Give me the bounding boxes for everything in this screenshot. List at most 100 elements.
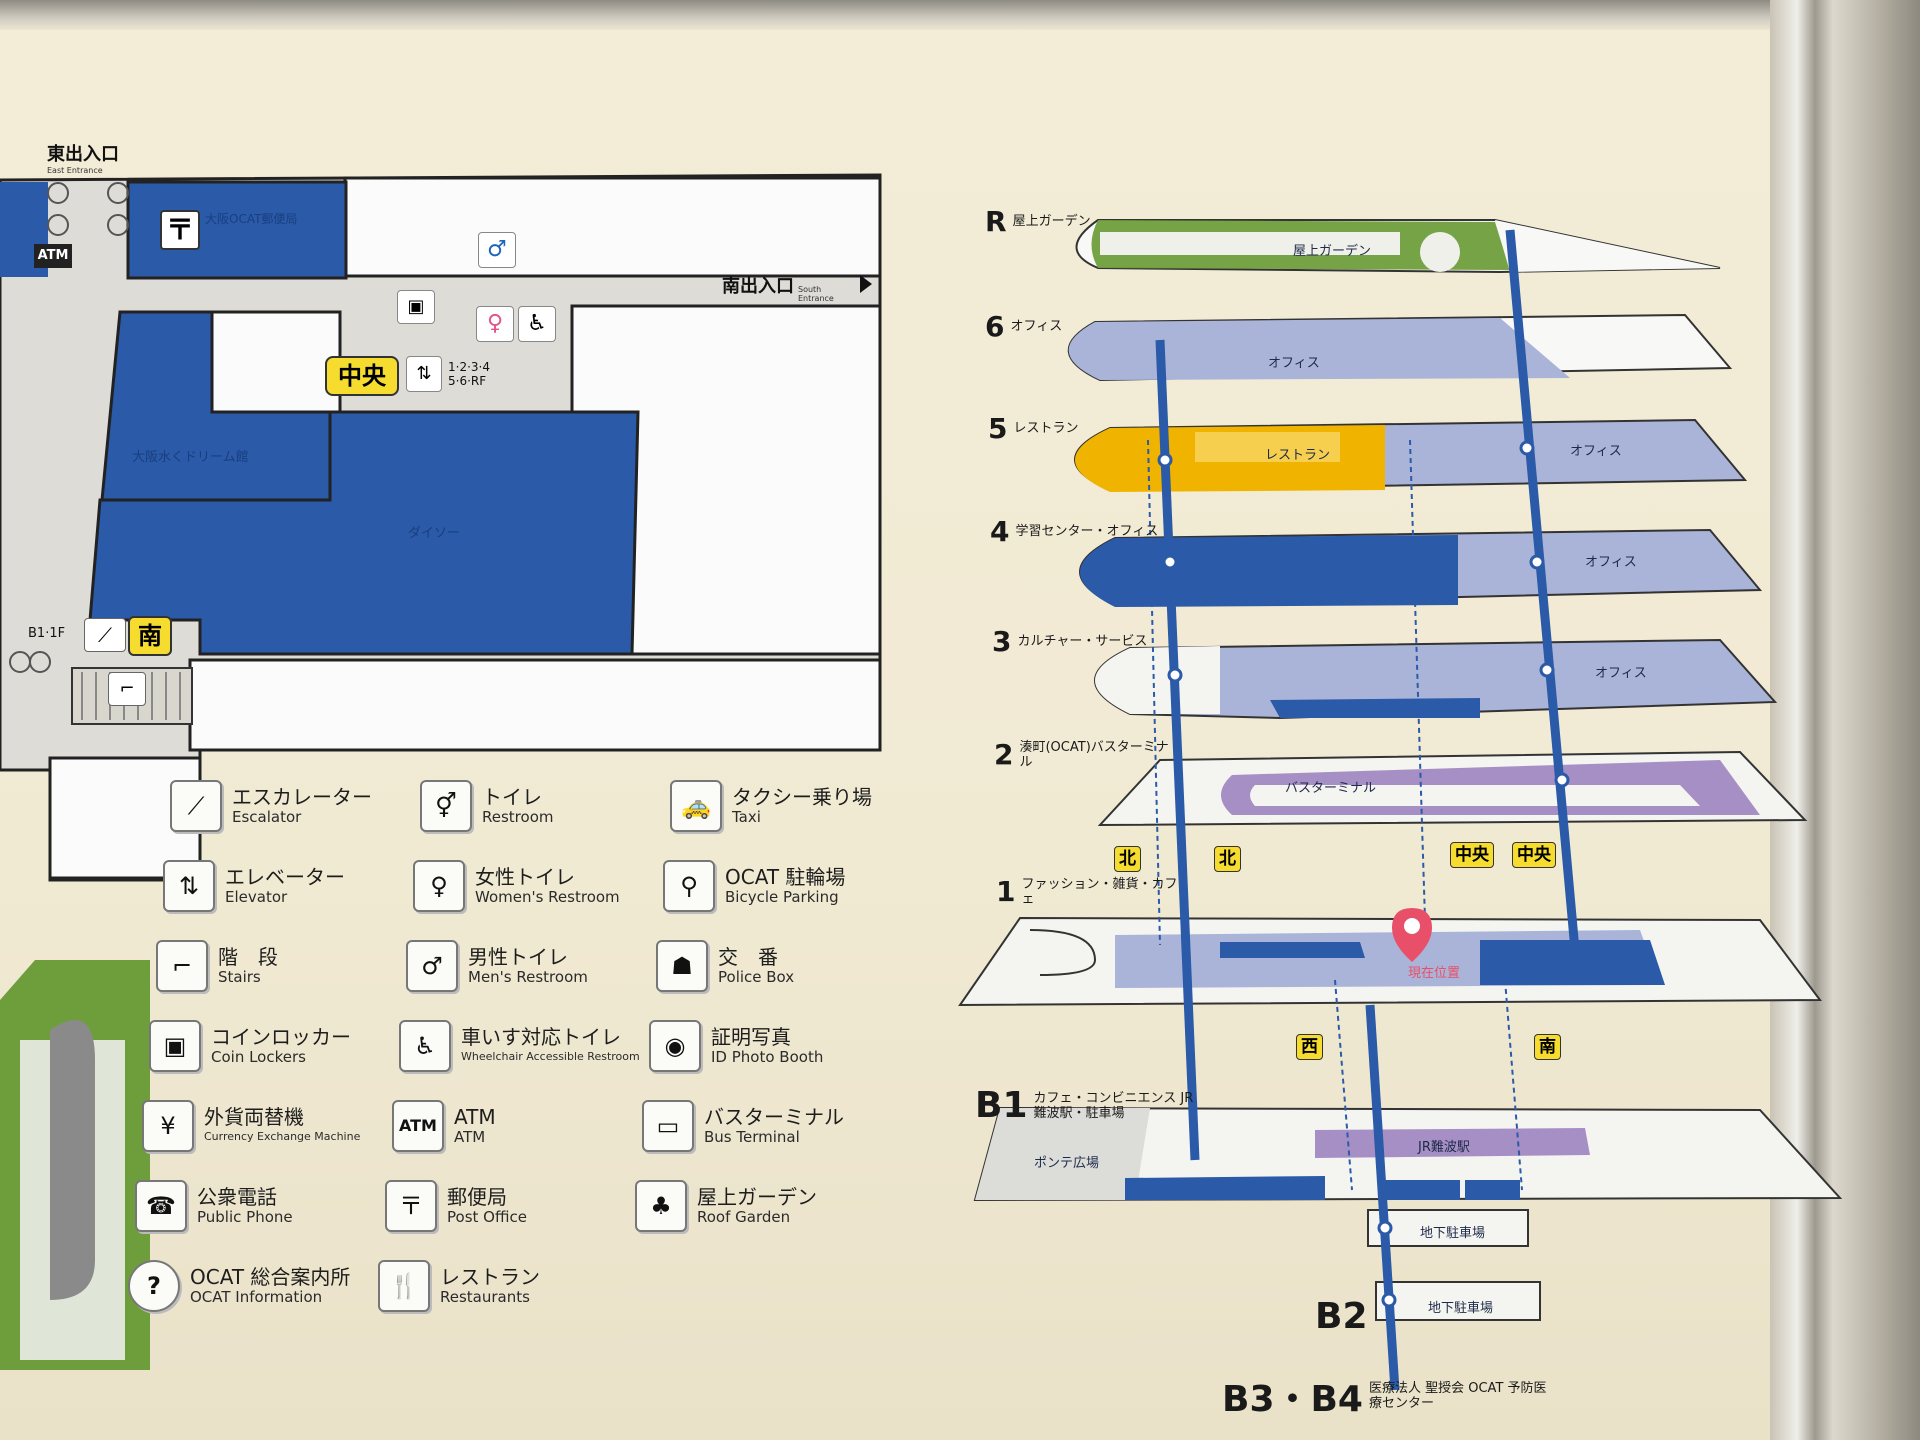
wheelchair-marker: ♿ (518, 306, 556, 342)
legend-label-en: ID Photo Booth (711, 1048, 824, 1066)
legend-label-ja: コインロッカー (211, 1025, 351, 1049)
floor-name: 医療法人 聖授会 OCAT 予防医療センター (1368, 1381, 1547, 1411)
floor-number: 4 (990, 515, 1010, 548)
coin-locker-icon: ▣ (149, 1020, 201, 1072)
minami-tag: 南 (128, 616, 172, 656)
legend-label-ja: 男性トイレ (468, 945, 568, 969)
floor-number: 5 (988, 412, 1008, 445)
mens-restroom-icon: ♂ (406, 940, 458, 992)
floor-number: 2 (994, 738, 1014, 771)
post-office-room-label: 大阪OCAT郵便局 (205, 212, 298, 226)
floor-name: ファッション・雑貨・カフェ (1021, 876, 1178, 907)
section-tag: 南 (1534, 1034, 1561, 1060)
floor-stack (958, 219, 1843, 1391)
legend-label-en: Police Box (718, 968, 795, 986)
legend-label-ja: タクシー乗り場 (732, 785, 872, 809)
police-icon: ☗ (656, 940, 708, 992)
legend-label-en: Taxi (732, 808, 761, 826)
legend-label-en: Men's Restroom (468, 968, 588, 986)
section-tag: 北 (1114, 846, 1141, 872)
tree-icon: ♣ (635, 1180, 687, 1232)
womens-restroom-icon: ♀ (413, 860, 465, 912)
floor-area-label: 屋上ガーデン (1293, 244, 1372, 259)
floor-area-label: オフィス (1268, 356, 1320, 371)
escalator-icon: ⟋ (170, 780, 222, 832)
floor-area-label: オフィス (1570, 444, 1622, 459)
atm-sign: ATM (34, 244, 72, 268)
coin-locker-marker: ▣ (397, 290, 435, 324)
phone-icon: ☎ (135, 1180, 187, 1232)
chuo-tag: 中央 (325, 356, 399, 396)
floor-label: 5 レストラン (988, 412, 1079, 445)
floor-area-label: オフィス (1595, 666, 1647, 681)
atm-icon: ATM (392, 1100, 444, 1152)
legend-label-ja: 階 段 (218, 945, 278, 969)
section-tag: 北 (1214, 846, 1241, 872)
floor-plan (0, 173, 882, 1370)
b1-1f-label: B1·1F (28, 626, 66, 641)
bus-icon: ▭ (642, 1100, 694, 1152)
floor-area-label: オフィス (1585, 555, 1637, 570)
floor-number: B2 (1315, 1296, 1368, 1337)
legend-label-ja: レストラン (440, 1265, 540, 1289)
restroom-icon: ⚥ (420, 780, 472, 832)
legend-label-en: Escalator (232, 808, 302, 826)
legend-label-en: Bus Terminal (704, 1128, 800, 1146)
escalator-marker: ⟋ (84, 618, 126, 652)
board-frame-right (1770, 0, 1920, 1440)
floor-number: 3 (992, 625, 1012, 658)
floor-area-label: 地下駐車場 (1428, 1301, 1494, 1316)
legend-label-en: ATM (454, 1128, 486, 1146)
legend-label-en: OCAT Information (190, 1288, 323, 1306)
legend-label-en: Restroom (482, 808, 554, 826)
legend-label-ja: 車いす対応トイレ (461, 1025, 621, 1049)
east-entrance-label: 東出入口 East Entrance (47, 144, 119, 175)
legend-label-en: Bicycle Parking (725, 888, 839, 906)
legend-label-en: Stairs (218, 968, 261, 986)
floor-name: 屋上ガーデン (1012, 214, 1091, 229)
floor-area-label: JR難波駅 (1418, 1140, 1470, 1155)
legend-label-ja: 証明写真 (711, 1025, 791, 1049)
legend-label-ja: 交 番 (718, 945, 778, 969)
floor-name: カフェ・コンビニエンス JR難波駅・駐車場 (1033, 1090, 1194, 1121)
section-tag: 中央 (1512, 842, 1556, 868)
floor-number: R (985, 205, 1007, 238)
daiso-room-label: ダイソー (408, 526, 461, 541)
section-tag: 中央 (1450, 842, 1494, 868)
legend-label-en: Currency Exchange Machine (204, 1130, 361, 1143)
legend-label-en: Public Phone (197, 1208, 293, 1226)
legend-label-ja: OCAT 駐輪場 (725, 865, 846, 889)
floor-name: レストラン (1013, 421, 1079, 436)
legend-label-ja: トイレ (482, 785, 542, 809)
legend-label-ja: ATM (454, 1105, 496, 1129)
floor-name: オフィス (1010, 319, 1063, 334)
legend-label-en: Post Office (447, 1208, 527, 1226)
legend-label-ja: 外貨両替機 (204, 1105, 304, 1129)
dream-room-label: 大阪水くドリーム館 (132, 450, 249, 465)
wheelchair-icon: ♿ (399, 1020, 451, 1072)
floor-area-label: ポンテ広場 (1034, 1156, 1100, 1171)
womens-restroom-marker: ♀ (476, 306, 514, 342)
board-frame-top (0, 0, 1920, 30)
